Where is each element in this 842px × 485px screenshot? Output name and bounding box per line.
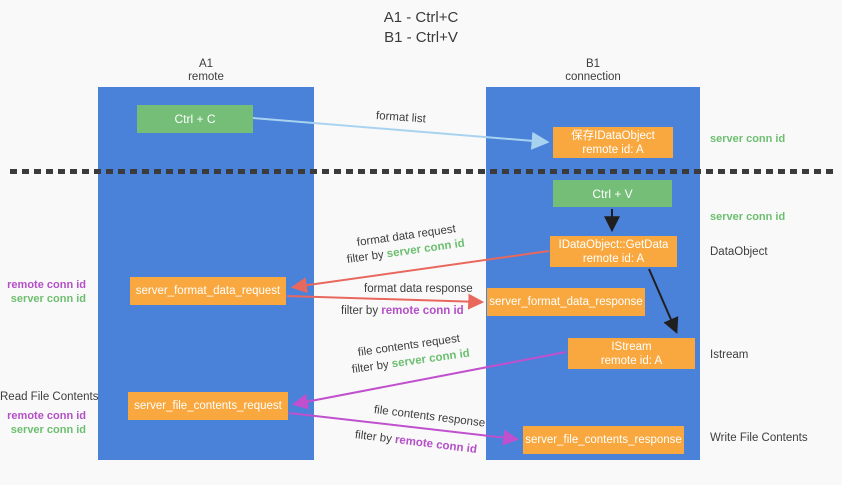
node-server-file-contents-response-label: server_file_contents_response xyxy=(525,434,682,446)
node-server-file-contents-request: server_file_contents_request xyxy=(128,392,288,420)
node-server-format-data-request-label: server_format_data_request xyxy=(135,285,281,297)
lane-header-a1: A1 remote xyxy=(156,58,256,84)
annotation-read-file-contents: Read File Contents xyxy=(0,391,99,403)
node-save-idataobject-line1: 保存IDataObject xyxy=(571,129,655,142)
annotation-server-conn-id-left2: server conn id xyxy=(10,424,86,436)
edge-label-format-data-response: format data response xyxy=(364,283,473,295)
filter-by-text: filter by xyxy=(351,358,393,376)
filter-by-text: filter by xyxy=(354,429,396,446)
diagram-title-line2: B1 - Ctrl+V xyxy=(384,29,458,46)
annotation-write-file-contents: Write File Contents xyxy=(710,432,808,444)
annotation-server-conn-id-mid: server conn id xyxy=(710,211,786,223)
node-ctrl-c: Ctrl + C xyxy=(137,105,253,133)
edge-label-format-data-response-filter: filter by remote conn id xyxy=(341,305,464,317)
lane-a1-subtitle: remote xyxy=(188,71,224,83)
node-idataobject-getdata: IDataObject::GetData remote id: A xyxy=(550,236,677,267)
node-ctrl-v-label: Ctrl + V xyxy=(592,186,633,201)
node-server-file-contents-response: server_file_contents_response xyxy=(523,426,684,454)
annotation-remote-conn-id-left1: remote conn id xyxy=(7,279,86,291)
filter-by-text: filter by xyxy=(341,305,382,317)
lane-b1-subtitle: connection xyxy=(565,71,621,83)
edge-label-format-list: format list xyxy=(375,110,427,126)
lane-header-b1: B1 connection xyxy=(543,58,643,84)
node-idataobject-getdata-line2: remote id: A xyxy=(582,252,645,265)
node-save-idataobject-line2: remote id: A xyxy=(582,143,644,156)
diagram-title: A1 - Ctrl+C B1 - Ctrl+V xyxy=(0,8,842,48)
node-server-format-data-response-label: server_format_data_response xyxy=(489,296,643,308)
edge-label-file-contents-response-filter: filter by remote conn id xyxy=(354,429,477,456)
copy-paste-separator-line xyxy=(10,169,836,174)
lane-b1-name: B1 xyxy=(585,58,601,70)
node-istream: IStream remote id: A xyxy=(568,338,695,369)
lane-a1-name: A1 xyxy=(198,58,214,70)
arrow-format-data-response xyxy=(286,293,485,310)
node-ctrl-c-label: Ctrl + C xyxy=(174,112,216,126)
annotation-server-conn-id-left1: server conn id xyxy=(10,293,86,305)
diagram-title-line1: A1 - Ctrl+C xyxy=(383,9,459,26)
annotation-dataobject: DataObject xyxy=(710,246,768,258)
node-istream-line1: IStream xyxy=(611,340,652,353)
node-idataobject-getdata-line1: IDataObject::GetData xyxy=(558,238,669,251)
annotation-remote-conn-id-left2: remote conn id xyxy=(7,410,86,422)
annotation-istream: Istream xyxy=(710,349,749,361)
node-server-format-data-response: server_format_data_response xyxy=(487,288,645,316)
node-istream-line2: remote id: A xyxy=(600,354,663,367)
node-server-format-data-request: server_format_data_request xyxy=(130,277,286,305)
node-server-file-contents-request-label: server_file_contents_request xyxy=(134,400,282,412)
node-save-idataobject: 保存IDataObject remote id: A xyxy=(553,127,673,158)
remote-conn-id-key: remote conn id xyxy=(381,305,464,317)
remote-conn-id-key: remote conn id xyxy=(394,433,478,456)
node-ctrl-v: Ctrl + V xyxy=(553,180,672,207)
edge-label-file-contents-response: file contents response xyxy=(373,404,486,430)
annotation-server-conn-id-top: server conn id xyxy=(710,133,786,145)
filter-by-text: filter by xyxy=(346,248,388,266)
